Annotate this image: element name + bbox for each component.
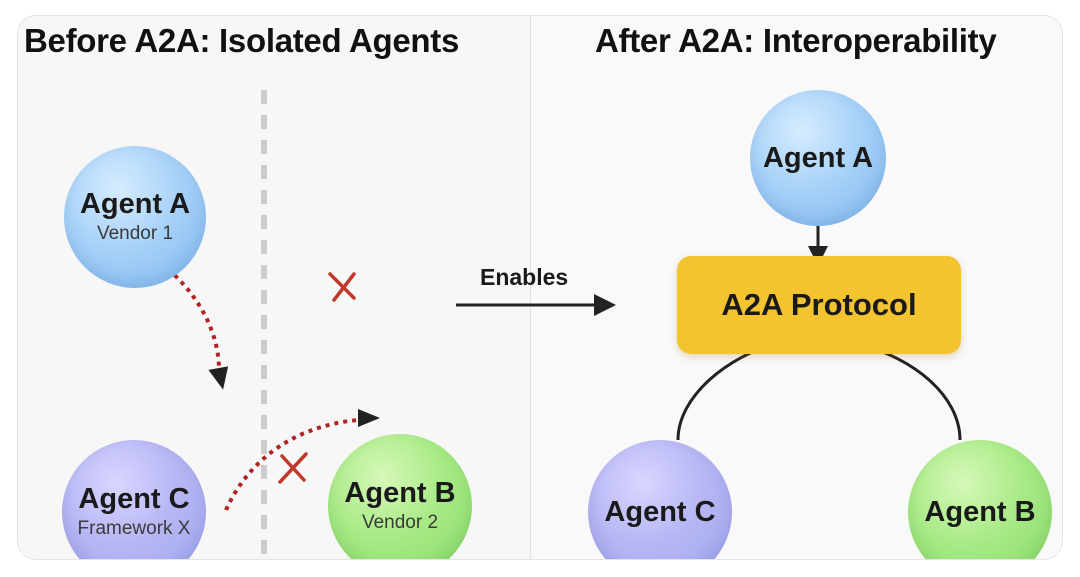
after-agent-a-name: Agent A: [762, 141, 874, 174]
diagram-card: Before A2A: Isolated Agents After A2A: I…: [18, 16, 1062, 559]
before-agent-c-node: Agent C Framework X: [62, 440, 206, 559]
before-agent-a-vendor: Vendor 1: [96, 223, 174, 245]
after-agent-c-name: Agent C: [604, 495, 716, 528]
panel-divider: [530, 16, 531, 559]
after-agent-c-node: Agent C: [588, 440, 732, 559]
before-agent-c-name: Agent C: [78, 482, 190, 515]
after-title: After A2A: Interoperability: [595, 22, 997, 59]
before-agent-b-node: Agent B Vendor 2: [328, 434, 472, 559]
before-agent-b-name: Agent B: [344, 476, 456, 509]
before-agent-a-node: Agent A Vendor 1: [64, 146, 206, 288]
before-agent-b-vendor: Vendor 2: [361, 512, 439, 534]
enables-label: Enables: [480, 264, 569, 290]
after-agent-b-node: Agent B: [908, 440, 1052, 559]
a2a-protocol-label: A2A Protocol: [721, 287, 917, 322]
before-title: Before A2A: Isolated Agents: [24, 22, 460, 59]
before-agent-c-framework: Framework X: [77, 518, 191, 540]
after-agent-b-name: Agent B: [924, 495, 1036, 528]
before-agent-a-name: Agent A: [79, 187, 191, 220]
after-agent-a-node: Agent A: [750, 90, 886, 226]
a2a-protocol-box: A2A Protocol: [677, 256, 961, 354]
